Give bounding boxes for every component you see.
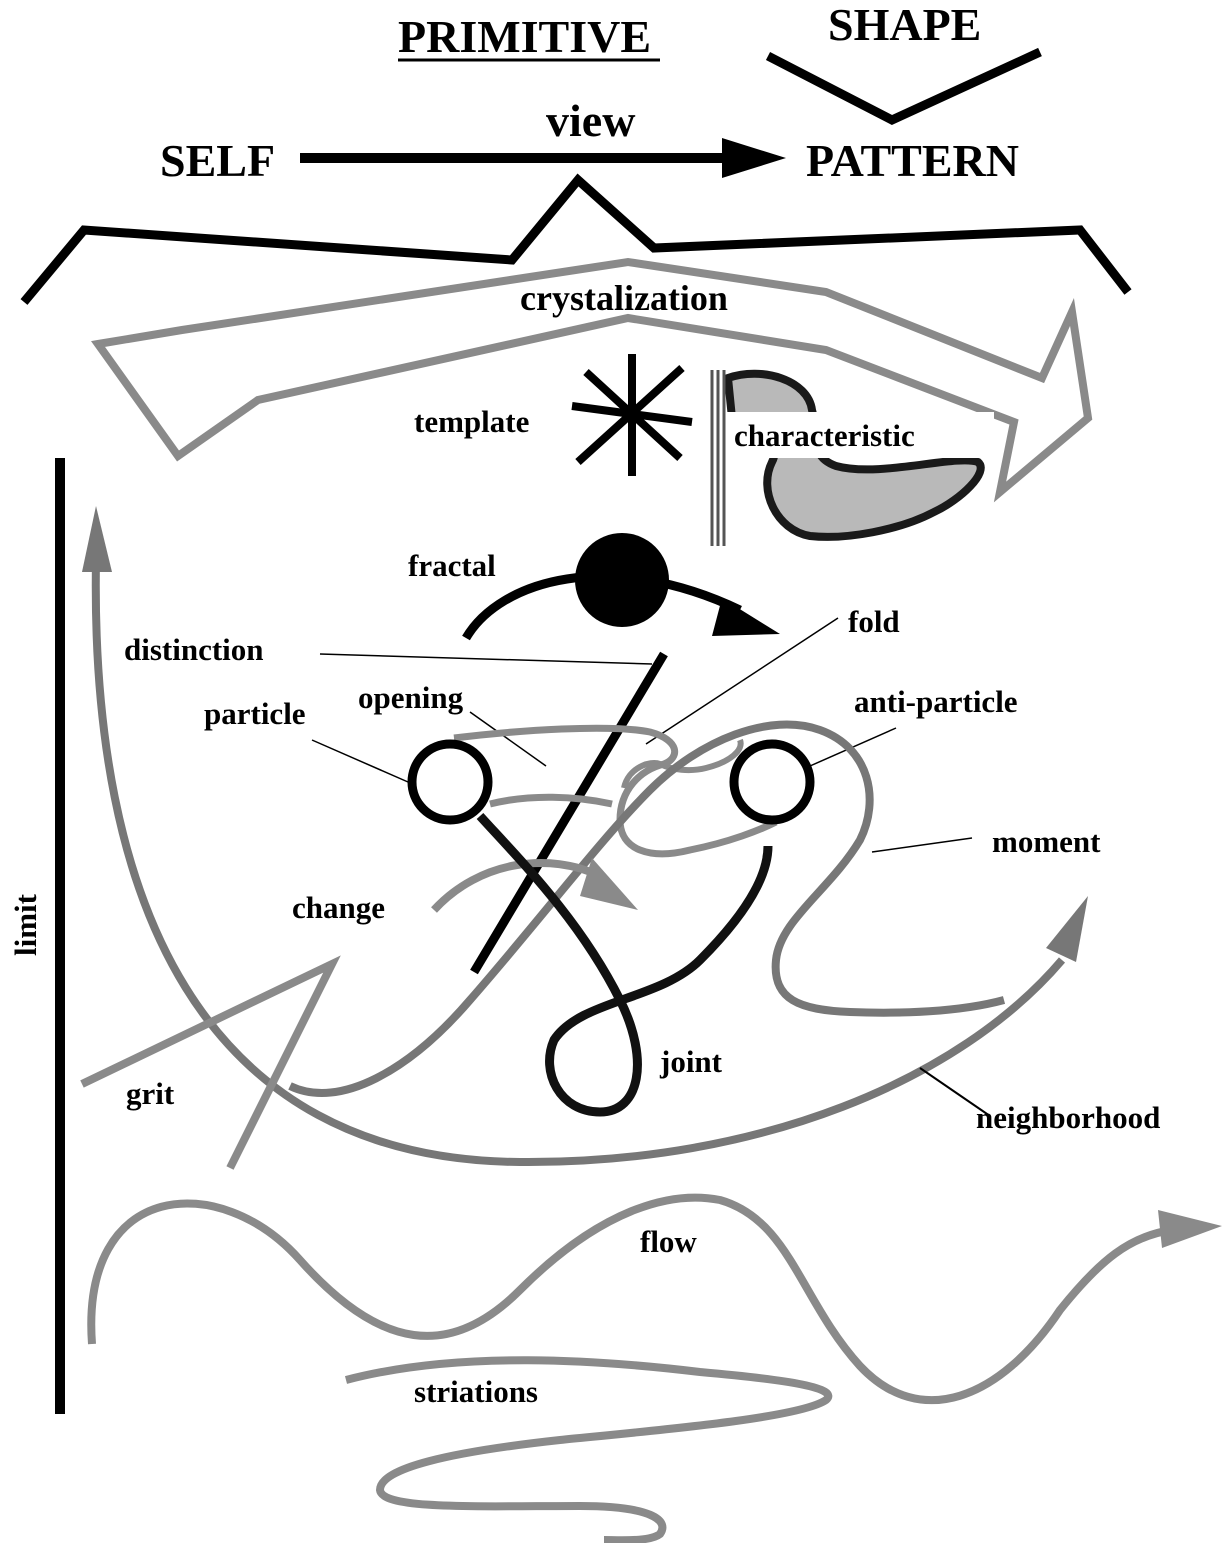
label-pattern: PATTERN [806, 135, 1019, 186]
self-to-pattern-arrowhead [722, 138, 786, 178]
label-fold: fold [848, 604, 900, 639]
label-characteristic: characteristic [734, 418, 915, 453]
grit-arrow [82, 964, 332, 1168]
change-arrowhead [580, 858, 638, 910]
shape-chevron [768, 52, 1040, 120]
label-template: template [414, 404, 529, 439]
label-limit: limit [8, 893, 43, 956]
label-self: SELF [160, 135, 275, 186]
label-neighborhood: neighborhood [976, 1100, 1160, 1135]
flow-arrowhead [1158, 1210, 1222, 1248]
fractal-dot [575, 533, 669, 627]
moment-leader [872, 838, 972, 852]
label-shape: SHAPE [828, 0, 981, 50]
fractal-arrowhead [712, 598, 780, 636]
moment-hatched-curve [290, 725, 1004, 1093]
label-flow: flow [640, 1224, 697, 1259]
title-primitive: PRIMITIVE [398, 11, 651, 62]
label-particle: particle [204, 696, 306, 731]
label-joint: joint [659, 1044, 723, 1079]
fold-gray-lower [490, 797, 612, 804]
distinction-leader [320, 654, 652, 664]
label-striations: striations [414, 1374, 538, 1409]
label-anti-particle: anti-particle [854, 684, 1018, 719]
label-crystalization: crystalization [520, 278, 728, 318]
joint-loop [480, 816, 768, 1112]
characteristic-flagpole [712, 370, 724, 546]
flow-wave [91, 1198, 1172, 1401]
particle-circle [412, 744, 488, 820]
neighborhood-right-arrowhead [1046, 896, 1088, 962]
template-star-icon [572, 354, 692, 476]
label-moment: moment [992, 824, 1101, 859]
label-change: change [292, 890, 385, 925]
label-opening: opening [358, 680, 464, 715]
label-grit: grit [126, 1076, 175, 1111]
anti-particle-circle [734, 744, 810, 820]
particle-leader [312, 740, 408, 782]
label-fractal: fractal [408, 548, 496, 583]
neighborhood-left-arrowhead [82, 506, 112, 572]
label-distinction: distinction [124, 632, 264, 667]
label-view: view [546, 95, 635, 146]
